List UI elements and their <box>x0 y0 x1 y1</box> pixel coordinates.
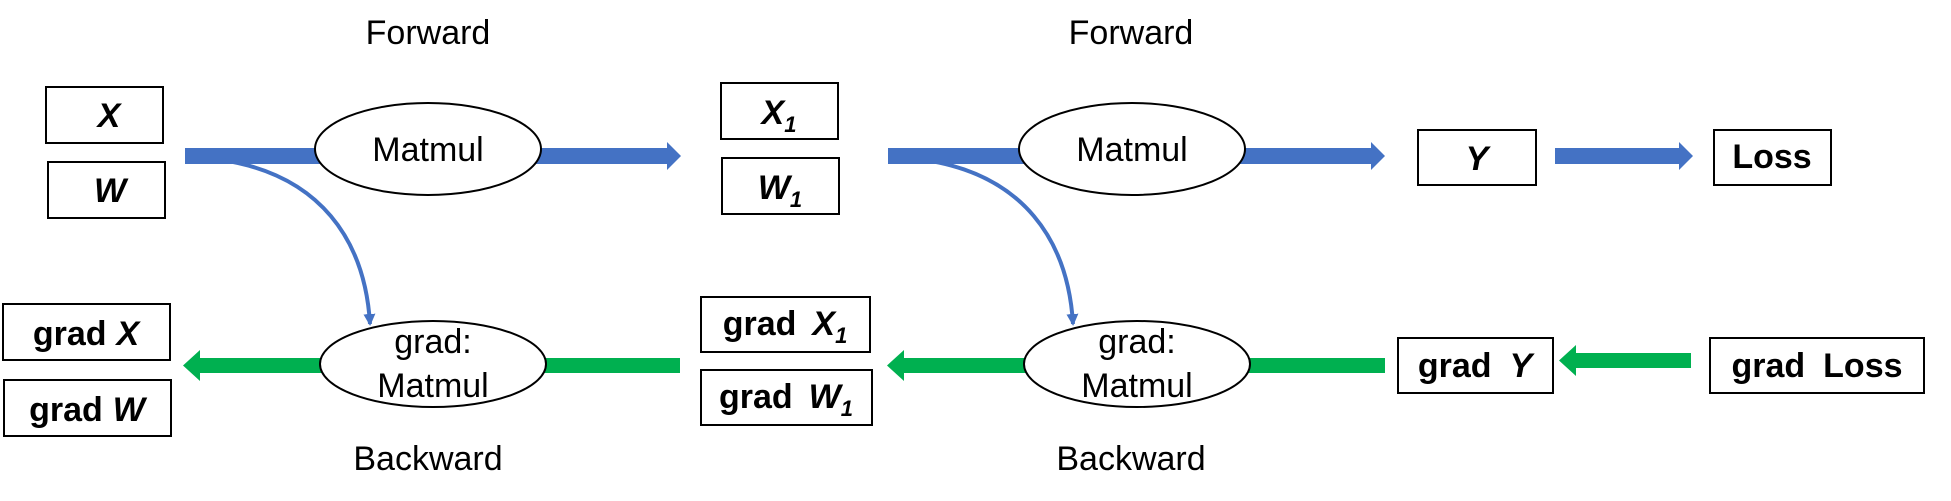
matmul-node-2: Matmul <box>1018 102 1246 196</box>
forward-label-2: Forward <box>1069 14 1194 52</box>
forward-label-1: Forward <box>366 14 491 52</box>
matmul-node-1-label: Matmul <box>372 131 483 169</box>
input-w-box: W <box>47 161 166 219</box>
grad-x1-var: X <box>810 305 837 343</box>
grad-matmul-node-2-line1: grad: <box>1098 323 1176 361</box>
grad-matmul-node-1-line1: grad: <box>394 323 472 361</box>
grad-loss-var: Loss <box>1823 347 1902 385</box>
input-w-label: W <box>94 172 129 210</box>
loss-box: Loss <box>1713 129 1832 186</box>
input-x-box: X <box>45 86 164 144</box>
grad-matmul-node-1-line2: Matmul <box>377 367 488 405</box>
grad-matmul-node-2: grad: Matmul <box>1023 320 1251 408</box>
matmul-node-1: Matmul <box>314 102 542 196</box>
grad-y-label: grad Y <box>1418 347 1536 385</box>
grad-x1-box: grad X1 <box>700 296 871 353</box>
input-w1-sub: 1 <box>790 187 802 212</box>
input-w1-box: W1 <box>721 157 840 215</box>
grad-w1-label: grad W1 <box>719 378 853 421</box>
grad-w-prefix: grad <box>29 391 103 429</box>
grad-x1-sub: 1 <box>835 323 847 348</box>
input-w1-var: W <box>758 169 793 207</box>
matmul-node-2-label: Matmul <box>1076 131 1187 169</box>
grad-x1-label: grad X1 <box>723 305 848 348</box>
grad-w-label: grad W <box>29 391 148 429</box>
input-x1-box: X1 <box>720 82 839 140</box>
grad-loss-prefix: grad <box>1731 347 1805 385</box>
input-x1-label: X1 <box>760 94 797 137</box>
saved-tensor-arrow-1 <box>221 158 376 326</box>
saved-tensor-arrow-2 <box>924 158 1079 326</box>
grad-x1-prefix: grad <box>723 305 797 343</box>
grad-w1-var: W <box>809 378 844 416</box>
backward-label-1: Backward <box>353 440 502 478</box>
output-y-label: Y <box>1466 140 1492 178</box>
backward-label-2: Backward <box>1056 440 1205 478</box>
grad-w1-prefix: grad <box>719 378 793 416</box>
grad-x-prefix: grad <box>33 315 107 353</box>
grad-w-var: W <box>113 391 148 429</box>
input-x1-sub: 1 <box>784 112 796 137</box>
input-w1-label: W1 <box>758 169 802 212</box>
grad-matmul-node-1: grad: Matmul <box>319 320 547 408</box>
output-y-box: Y <box>1417 129 1537 186</box>
grad-x-var: X <box>115 315 142 353</box>
grad-y-prefix: grad <box>1418 347 1492 385</box>
input-x1-var: X <box>760 94 787 132</box>
input-x-label: X <box>96 97 123 135</box>
grad-loss-box: grad Loss <box>1709 337 1925 394</box>
grad-y-box: grad Y <box>1397 337 1554 394</box>
grad-w1-box: grad W1 <box>700 369 873 426</box>
backward-arrow-3 <box>1559 345 1691 376</box>
grad-matmul-node-2-line2: Matmul <box>1081 367 1192 405</box>
grad-loss-label: grad Loss <box>1731 347 1902 385</box>
grad-w-box: grad W <box>3 379 172 437</box>
grad-y-var: Y <box>1510 347 1536 385</box>
grad-w1-sub: 1 <box>841 396 853 421</box>
loss-label: Loss <box>1732 138 1811 176</box>
forward-arrow-3 <box>1555 142 1693 170</box>
